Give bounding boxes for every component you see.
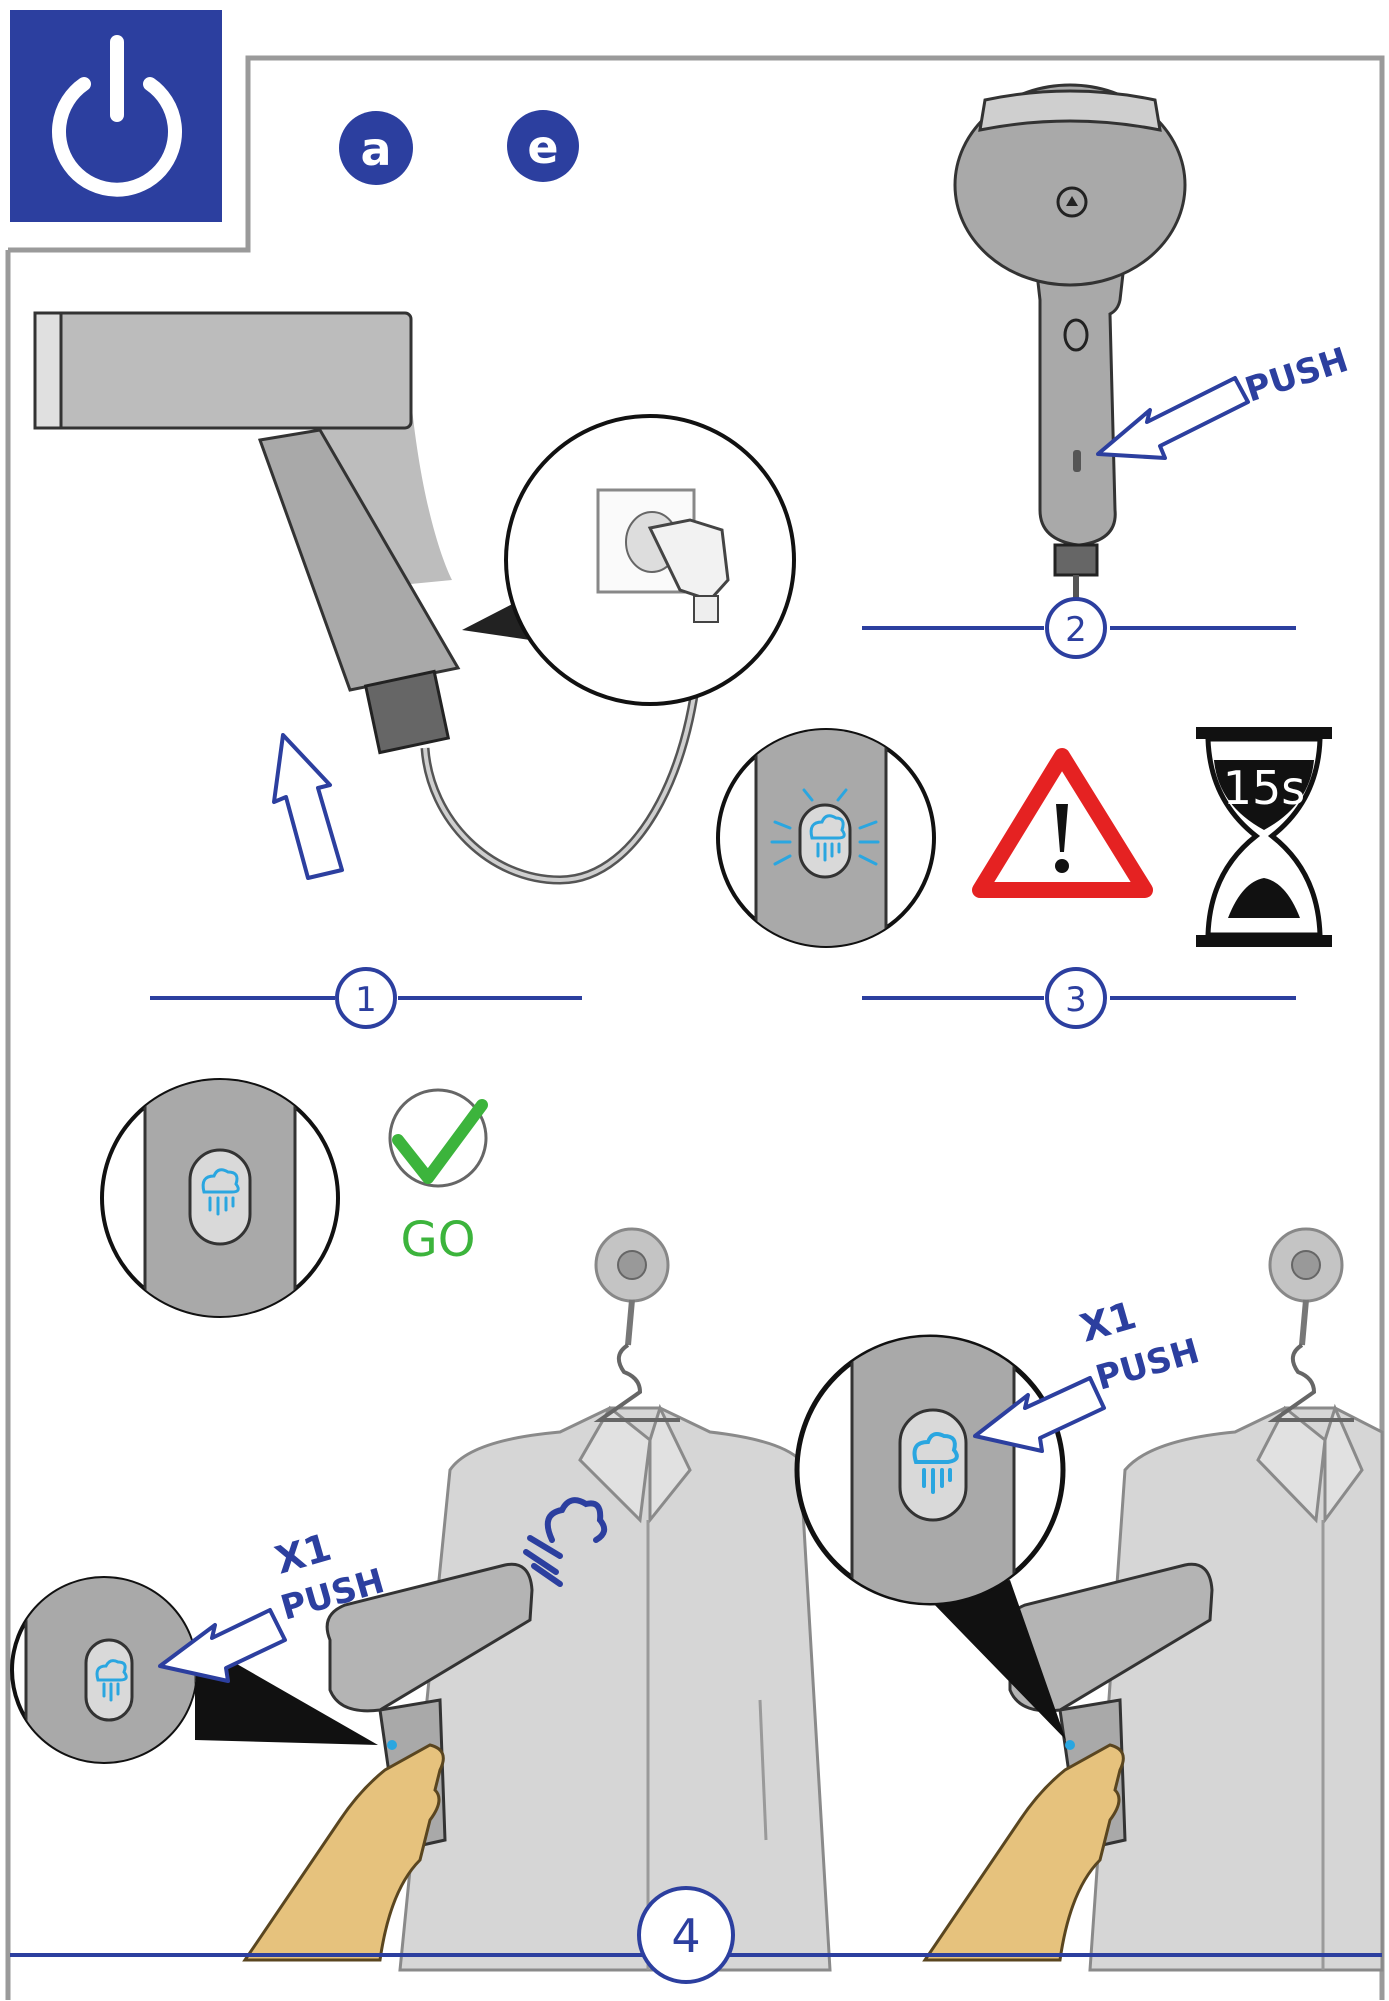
left-push-count: X1	[270, 1525, 336, 1583]
left-steamer-with-hand	[242, 1562, 534, 1962]
badge-e-label: e	[527, 120, 558, 174]
page-frame	[5, 55, 1385, 2000]
step2-push-label: PUSH	[1240, 340, 1353, 411]
hanger-right	[1267, 1227, 1354, 1422]
step3-divider: 3	[862, 967, 1296, 1029]
power-tile	[10, 10, 222, 222]
right-steamer-with-hand	[922, 1562, 1214, 1962]
right-push-count: X1	[1075, 1293, 1141, 1351]
step4-divider: 4	[10, 1886, 1382, 1984]
steam-icon	[770, 788, 880, 866]
up-arrow-icon	[272, 733, 344, 880]
left-push-callout	[10, 1576, 378, 1764]
step2-divider: 2	[862, 597, 1296, 659]
step1-steamer-illustration	[33, 311, 705, 885]
badge-a: a	[339, 111, 413, 185]
badge-e: e	[507, 110, 579, 182]
go-check-icon	[388, 1088, 488, 1188]
power-icon	[52, 35, 182, 197]
steam-burst-icon	[523, 1497, 608, 1587]
steam-icon	[95, 1659, 128, 1702]
badge-a-label: a	[360, 122, 391, 176]
warning-icon	[972, 748, 1153, 898]
step-number-4: 4	[671, 1909, 700, 1963]
step-number-3: 3	[1065, 980, 1087, 1020]
left-push-arrow-icon	[158, 1608, 287, 1683]
steam-icon	[201, 1168, 240, 1216]
step-number-2: 2	[1065, 610, 1087, 650]
step-number-1: 1	[355, 980, 377, 1020]
go-label: GO	[401, 1212, 476, 1268]
indicator-blinking-callout	[716, 728, 936, 948]
timer-label: 15s	[1223, 761, 1306, 815]
right-push-arrow-icon	[973, 1376, 1106, 1453]
shirt-right	[1088, 1403, 1384, 1972]
shirt-left	[398, 1403, 832, 1972]
step1-divider: 1	[150, 967, 582, 1029]
plug-callout	[462, 414, 796, 706]
hourglass-icon: 15s	[1196, 727, 1332, 947]
hanger-left	[593, 1227, 680, 1422]
indicator-ready-callout	[100, 1078, 340, 1318]
steam-icon	[912, 1432, 959, 1494]
step2-push-arrow-icon	[1096, 376, 1250, 460]
right-push-callout	[794, 1334, 1066, 1740]
step2-steamer-illustration	[953, 83, 1187, 598]
